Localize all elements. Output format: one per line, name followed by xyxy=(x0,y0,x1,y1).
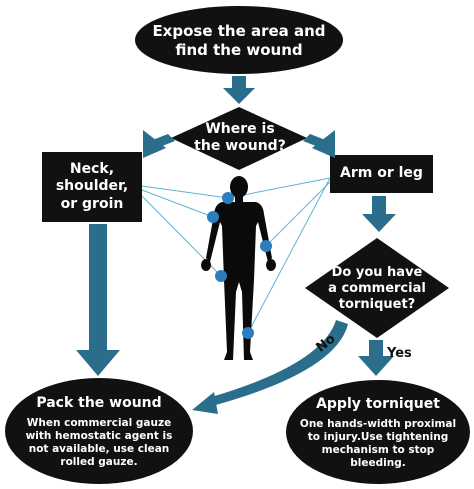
neck-node-label: Neck, shoulder, or groin xyxy=(42,152,142,222)
arm-node-label: Arm or leg xyxy=(330,155,433,193)
edge-label-yes: Yes xyxy=(387,346,412,361)
wound-marker-upper-arm-left xyxy=(207,211,219,223)
start-line-1: Expose the area and xyxy=(152,22,326,41)
apply-node-label: Apply torniquet One hands-width proximal… xyxy=(290,393,466,473)
arrow-where-to-neck xyxy=(143,130,175,158)
tourniquet-line-2: a commercial xyxy=(328,280,426,296)
neck-line-1: Neck, xyxy=(69,160,115,177)
pack-body-line-2: with hemostatic agent is xyxy=(25,429,173,442)
wound-marker-shoulder xyxy=(222,192,234,204)
apply-body-line-4: bleeding. xyxy=(350,456,406,469)
wound-marker-arm-right xyxy=(260,240,272,252)
arrow-neck-to-pack xyxy=(76,224,120,376)
arrow-start-to-where xyxy=(223,76,255,104)
start-node-label: Expose the area and find the wound xyxy=(135,12,343,70)
pack-body-line-3: not available, use clean xyxy=(28,442,170,455)
arrow-where-to-arm xyxy=(303,130,335,158)
wound-marker-leg xyxy=(242,327,254,339)
decision-where-label: Where is the wound? xyxy=(180,117,300,159)
where-line-1: Where is xyxy=(205,120,275,137)
pack-body-line-1: When commercial gauze xyxy=(26,416,172,429)
pack-node-label: Pack the wound When commercial gauze wit… xyxy=(10,392,188,472)
arrow-arm-to-question xyxy=(362,196,396,232)
neck-line-2: shoulder, xyxy=(55,178,129,195)
start-node-shape xyxy=(135,6,343,74)
apply-body-line-1: One hands-width proximal xyxy=(299,417,457,430)
tourniquet-line-3: torniquet? xyxy=(338,297,416,313)
start-line-2: find the wound xyxy=(175,41,303,59)
arrow-no-to-pack xyxy=(192,320,348,414)
pack-title: Pack the wound xyxy=(36,395,162,411)
arm-line-1: Arm or leg xyxy=(340,165,423,182)
wound-markers xyxy=(207,192,272,339)
where-line-2: the wound? xyxy=(194,138,286,154)
apply-node-shape xyxy=(286,380,470,484)
wound-marker-groin xyxy=(215,270,227,282)
human-body-silhouette-icon xyxy=(201,176,276,360)
pack-body-line-4: rolled gauze. xyxy=(60,455,138,468)
apply-body-line-2: to injury.Use tightening xyxy=(307,430,449,443)
apply-title: Apply torniquet xyxy=(316,396,440,412)
decision-where-shape xyxy=(171,107,307,170)
apply-body-line-3: mechanism to stop xyxy=(321,443,435,456)
decision-tourniquet-shape xyxy=(305,238,449,338)
arrow-yes-to-apply xyxy=(358,340,394,376)
decision-tourniquet-label: Do you have a commercial torniquet? xyxy=(315,262,439,316)
arm-node-shape xyxy=(330,155,433,193)
pack-node-shape xyxy=(5,378,193,484)
neck-node-shape xyxy=(42,152,142,222)
neck-line-3: or groin xyxy=(60,195,124,212)
tourniquet-line-1: Do you have xyxy=(331,264,423,280)
